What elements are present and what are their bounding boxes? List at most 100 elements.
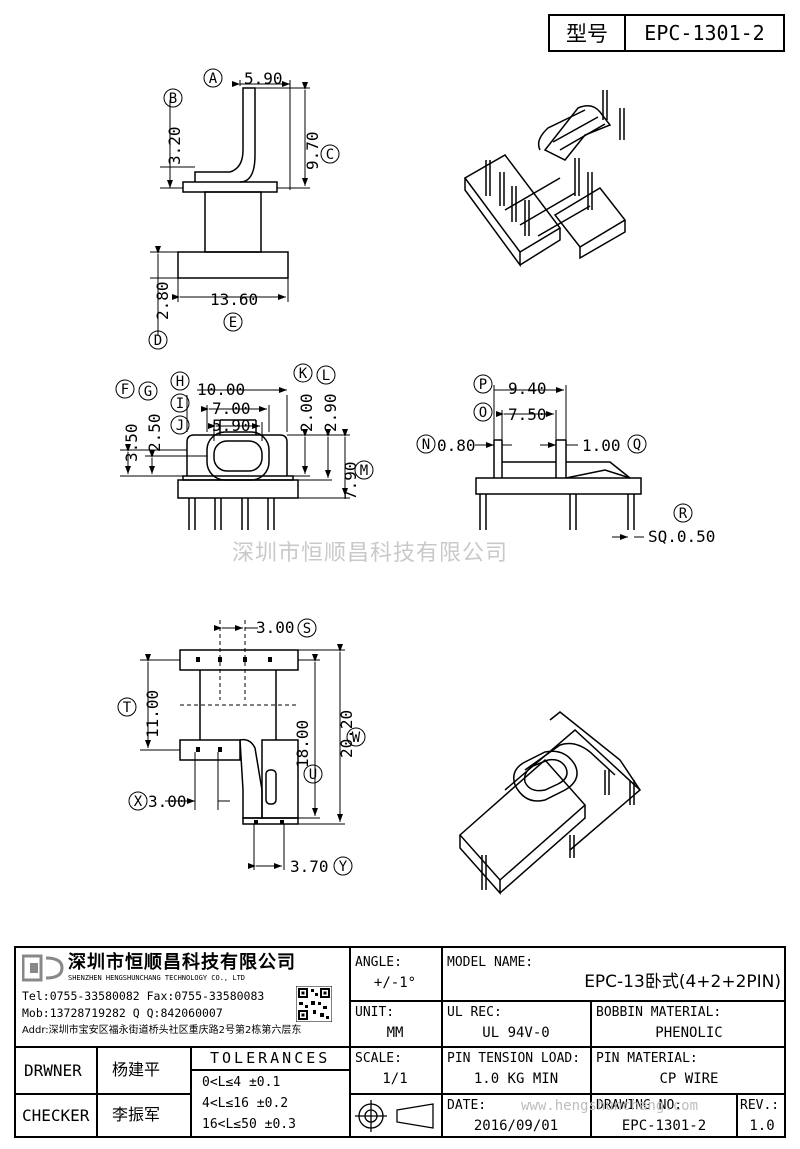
marker-b: B xyxy=(163,88,183,108)
svg-text:U: U xyxy=(309,767,317,783)
marker-f: F xyxy=(115,379,135,399)
model-name-label: MODEL NAME: xyxy=(447,955,534,970)
marker-x: X xyxy=(128,791,148,811)
marker-c: C xyxy=(320,144,340,164)
svg-text:B: B xyxy=(169,91,177,107)
title-block: 深圳市恒顺昌科技有限公司 SHENZHEN HENGSHUNCHANG TECH… xyxy=(14,946,786,1138)
dim-side-height-b: 3.20 xyxy=(165,126,184,165)
svg-text:O: O xyxy=(479,405,487,421)
projection-symbol-icon xyxy=(355,1100,434,1132)
title-box: 型号 EPC-1301-2 xyxy=(548,14,785,52)
front-view xyxy=(120,387,350,530)
dim-right-9-4: 9.40 xyxy=(508,379,547,398)
svg-text:K: K xyxy=(299,366,308,382)
unit-value: MM xyxy=(386,1025,404,1041)
date-value: 2016/09/01 xyxy=(473,1118,559,1134)
dim-bottom-3: 3.00 xyxy=(256,618,295,637)
marker-y: Y xyxy=(333,856,353,876)
svg-text:I: I xyxy=(176,396,184,412)
ul-rec-label: UL REC: xyxy=(447,1005,502,1020)
drawing-no-label: DRAWING NO: xyxy=(596,1098,683,1113)
svg-text:D: D xyxy=(154,333,162,349)
dim-front-10: 10.00 xyxy=(197,380,245,399)
checker-value: 李振军 xyxy=(112,1105,161,1124)
ul-rec-value: UL 94V-0 xyxy=(482,1025,550,1041)
marker-h: H xyxy=(170,371,190,391)
unit-label: UNIT: xyxy=(355,1005,395,1020)
svg-text:L: L xyxy=(322,368,330,384)
marker-m: M xyxy=(354,460,374,480)
marker-r: R xyxy=(673,503,693,523)
rev-label: REV.: xyxy=(740,1098,780,1113)
svg-text:J: J xyxy=(176,418,184,434)
marker-p: P xyxy=(473,374,493,394)
marker-d: D xyxy=(148,330,168,350)
dim-front-2-9: 2.90 xyxy=(321,393,340,432)
marker-a: A xyxy=(203,68,223,88)
dim-front-2-5: 2.50 xyxy=(145,413,164,452)
dim-front-3-5: 3.50 xyxy=(122,423,141,462)
tolerance-row-2: 4<L≤16 ±0.2 xyxy=(202,1096,289,1111)
svg-text:G: G xyxy=(144,384,152,400)
rev-value: 1.0 xyxy=(749,1118,775,1134)
svg-text:C: C xyxy=(326,147,334,163)
svg-text:T: T xyxy=(123,700,132,716)
bobbin-material-label: BOBBIN MATERIAL: xyxy=(596,1005,722,1020)
svg-text:S: S xyxy=(303,621,311,637)
company-name-cn: 深圳市恒顺昌科技有限公司 xyxy=(68,952,296,973)
dim-bottom-3-7: 3.70 xyxy=(290,857,329,876)
dim-front-2: 2.00 xyxy=(297,393,316,432)
website-watermark: www.hengshunchang.com xyxy=(521,1098,699,1114)
marker-o: O xyxy=(473,402,493,422)
svg-text:X: X xyxy=(134,794,143,810)
svg-text:W: W xyxy=(352,730,361,746)
dim-side-width: 5.90 xyxy=(244,69,283,88)
dim-side-height-c: 9.70 xyxy=(303,131,322,170)
model-number: EPC-1301-2 xyxy=(644,21,765,45)
dim-front-7: 7.00 xyxy=(212,399,251,418)
watermark-company: 深圳市恒顺昌科技有限公司 xyxy=(232,541,509,566)
svg-text:R: R xyxy=(679,506,688,522)
scale-label: SCALE: xyxy=(355,1051,402,1066)
marker-j: J xyxy=(170,415,190,435)
angle-label: ANGLE: xyxy=(355,955,402,970)
pin-material-value: CP WIRE xyxy=(659,1071,719,1087)
svg-text:N: N xyxy=(422,437,430,453)
svg-text:M: M xyxy=(360,463,368,479)
dim-right-0-8: 0.80 xyxy=(437,436,476,455)
bobbin-material-value: PHENOLIC xyxy=(655,1025,723,1041)
dim-front-5-9: 5.90 xyxy=(212,416,251,435)
dim-right-sq: SQ.0.50 xyxy=(648,527,715,546)
marker-s: S xyxy=(297,618,317,638)
company-address: Addr:深圳市宝安区福永街道桥头社区重庆路2号第2栋第六层东 xyxy=(22,1025,302,1036)
dim-front-7-9: 7.90 xyxy=(341,461,360,500)
marker-u: U xyxy=(303,764,323,784)
technical-drawing: 5.90 3.20 9.70 2.80 13.60 10.00 7.00 5.9… xyxy=(115,68,715,895)
isometric-view-top xyxy=(463,90,627,268)
angle-value: +/-1° xyxy=(373,975,417,991)
marker-k: K xyxy=(293,363,313,383)
dim-bottom-20-2: 20.20 xyxy=(337,710,356,758)
svg-text:E: E xyxy=(229,315,237,331)
checker-label: CHECKER xyxy=(22,1106,90,1125)
dim-bottom-3-x: 3.00 xyxy=(148,792,187,811)
svg-text:H: H xyxy=(176,374,184,390)
pin-tension-label: PIN TENSION LOAD: xyxy=(447,1051,581,1066)
drwner-value: 杨建平 xyxy=(112,1060,161,1079)
side-view xyxy=(150,80,310,335)
company-tel: Tel:0755-33580082 Fax:0755-33580083 xyxy=(22,989,265,1003)
svg-text:Q: Q xyxy=(633,437,641,453)
marker-q: Q xyxy=(627,434,647,454)
svg-text:A: A xyxy=(209,71,218,87)
tolerance-row-3: 16<L≤50 ±0.3 xyxy=(202,1117,296,1132)
scale-value: 1/1 xyxy=(382,1071,408,1087)
pin-tension-value: 1.0 KG MIN xyxy=(473,1071,559,1087)
date-label: DATE: xyxy=(447,1098,487,1113)
isometric-view-bottom xyxy=(458,711,642,895)
company-name-en: SHENZHEN HENGSHUNCHANG TECHNOLOGY CO., L… xyxy=(68,974,246,982)
dim-right-1: 1.00 xyxy=(582,436,621,455)
marker-t: T xyxy=(117,697,137,717)
right-side-view xyxy=(475,385,644,540)
marker-g: G xyxy=(138,381,158,401)
qr-code-icon xyxy=(296,986,332,1022)
